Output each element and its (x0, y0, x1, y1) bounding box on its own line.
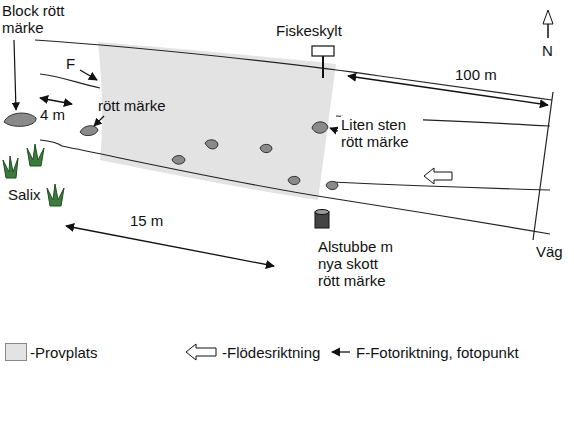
sign-label: Fiskeskylt (276, 22, 342, 39)
stump-label: Alstubbe m nya skott rött märke (318, 238, 402, 289)
photo-point-label: F (66, 55, 75, 72)
salix-bushes (3, 144, 64, 206)
dimension-label: 15 m (130, 212, 163, 229)
road-label: Väg (536, 243, 563, 260)
legend-text: -Flödesriktning (222, 344, 320, 361)
alder-stump (315, 210, 329, 229)
dimension-label: 4 m (40, 106, 65, 123)
photo-arrow (80, 70, 97, 80)
north-label: N (542, 42, 553, 59)
leader-lines (14, 40, 338, 131)
legend-flow-sample (186, 344, 216, 360)
north-arrow (543, 10, 553, 38)
marker-label: rött märke (98, 97, 166, 114)
dimension-label: 100 m (455, 66, 497, 83)
flow-arrow (424, 168, 452, 184)
stone-label: Liten sten rött märke (341, 116, 423, 150)
dimension-arrows (40, 76, 548, 266)
legend-text: F-Fotoriktning, fotopunkt (356, 344, 519, 361)
legend-photo-sample (332, 351, 350, 352)
fishing-sign (312, 46, 334, 78)
legend-text: -Provplats (30, 344, 98, 361)
road-line (533, 92, 553, 240)
legend-swatch (5, 343, 27, 361)
salix-label: Salix (8, 186, 41, 203)
rocks (4, 113, 338, 190)
block-label: Block rött märke (2, 2, 74, 36)
stream-banks (35, 40, 552, 234)
